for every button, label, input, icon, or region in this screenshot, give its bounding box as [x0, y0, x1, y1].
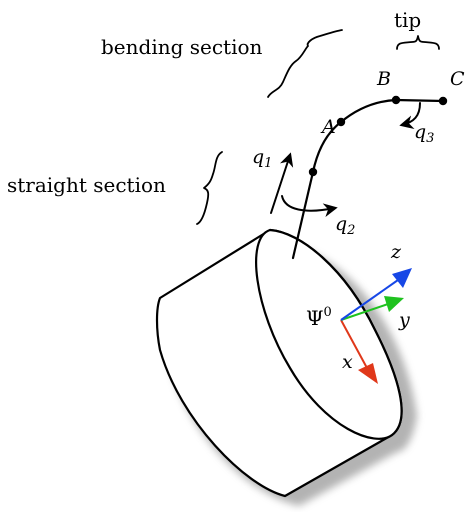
q2-rotation-arrow	[281, 195, 338, 218]
coordinate-frame	[340, 268, 412, 384]
axis-z-line	[340, 279, 399, 321]
bending-section-brace	[267, 29, 343, 98]
label-q1-symbol: q	[252, 146, 264, 168]
label-point-a: A	[320, 116, 336, 138]
tip-segment-line	[394, 98, 445, 103]
joint-dot-base	[308, 167, 318, 177]
label-axis-z: z	[390, 241, 402, 263]
point-b-dot	[391, 95, 401, 105]
label-axis-y: y	[398, 309, 410, 331]
axis-y-arrowhead	[384, 296, 404, 312]
label-q2-symbol: q	[335, 213, 347, 235]
label-frame-psi: Ψ0	[306, 305, 332, 330]
point-c-dot	[438, 96, 448, 106]
label-q3: q3	[414, 121, 434, 146]
robot-backbone	[291, 95, 448, 260]
label-bending-section: bending section	[101, 35, 263, 59]
label-q2-subscript: 2	[346, 223, 355, 238]
label-point-c: C	[450, 68, 465, 90]
axis-x-arrowhead	[358, 363, 378, 384]
q3-rotation-arrow	[399, 102, 421, 130]
straight-section-line	[291, 170, 315, 260]
q1-arrow	[270, 152, 294, 214]
axis-y-line	[340, 303, 389, 321]
cylinder-base	[155, 228, 417, 506]
label-q1: q1	[252, 146, 272, 171]
axis-x-line	[340, 319, 368, 369]
cylinder-end-face	[255, 228, 403, 440]
straight-section-brace	[196, 151, 223, 225]
label-frame-psi-superscript: 0	[324, 305, 332, 320]
label-frame-psi-symbol: Ψ	[306, 306, 324, 330]
label-q1-subscript: 1	[264, 156, 272, 171]
label-tip: tip	[394, 8, 421, 32]
label-q2: q2	[335, 213, 355, 238]
label-q3-symbol: q	[414, 121, 426, 143]
label-point-b: B	[376, 68, 391, 90]
label-straight-section: straight section	[7, 173, 166, 197]
point-a-dot	[336, 117, 346, 127]
label-axis-x: x	[342, 351, 353, 373]
label-q3-subscript: 3	[426, 131, 434, 146]
labels: tip bending section straight section A B…	[7, 8, 465, 373]
tip-brace	[396, 35, 440, 50]
braces	[196, 29, 440, 225]
axis-z-arrowhead	[392, 268, 412, 288]
joint-arrows	[270, 102, 421, 218]
